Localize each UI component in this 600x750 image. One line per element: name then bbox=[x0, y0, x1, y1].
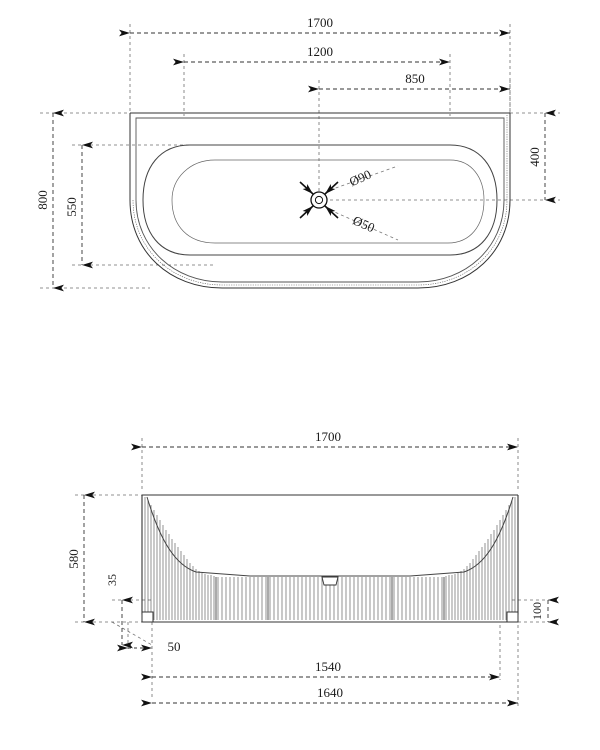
plan-basin-shoulder bbox=[171, 159, 485, 244]
elevation-view-group: 1700 580 35 100 50 1540 16 bbox=[66, 429, 560, 707]
elevation-centre-notch bbox=[321, 576, 339, 586]
dim-label-drain-offset-back: 400 bbox=[527, 147, 542, 167]
dim-label-elev-top-width: 1700 bbox=[315, 429, 341, 444]
dim-plan-850: 850 bbox=[308, 71, 510, 93]
drain-leader-lower bbox=[329, 209, 399, 241]
dim-label-inner-width: 1200 bbox=[307, 44, 333, 59]
dim-label-overall-depth: 800 bbox=[35, 190, 50, 210]
dim-label-foot-height: 35 bbox=[105, 574, 119, 586]
dim-label-base-inner-width: 1540 bbox=[315, 659, 341, 674]
dim-label-drain-offset-right: 850 bbox=[405, 71, 425, 86]
dim-plan-550: 550 bbox=[64, 141, 93, 269]
dim-plan-400: 400 bbox=[527, 109, 556, 204]
dim-label-skirt-height: 100 bbox=[530, 602, 544, 620]
plan-drain-assembly: Ø90 Ø50 bbox=[299, 165, 399, 241]
dim-plan-1200: 1200 bbox=[173, 44, 450, 66]
callout-drain-inner: Ø50 bbox=[351, 212, 378, 235]
drain-centre-arrows bbox=[299, 181, 339, 219]
plan-texture-edge bbox=[132, 115, 508, 286]
plan-tub-outline bbox=[129, 112, 511, 289]
dim-label-inner-depth: 550 bbox=[64, 197, 79, 217]
dim-elev-100: 100 bbox=[530, 596, 559, 626]
dim-elev-1700: 1700 bbox=[131, 429, 518, 451]
plan-outer-rim bbox=[135, 117, 505, 283]
dim-label-overall-width: 1700 bbox=[307, 15, 333, 30]
plan-inner-basin bbox=[142, 144, 498, 256]
dim-elev-35: 35 bbox=[105, 574, 133, 649]
elevation-inner-profile bbox=[146, 496, 514, 577]
elevation-fluting bbox=[144, 497, 516, 620]
dim-elev-580: 580 bbox=[66, 491, 95, 626]
dim-plan-800: 800 bbox=[35, 109, 64, 292]
drain-circle-inner bbox=[314, 195, 324, 205]
elevation-panel-seams bbox=[215, 577, 445, 620]
dim-label-foot-inset: 50 bbox=[168, 639, 181, 654]
dim-elev-50: 50 bbox=[117, 639, 181, 654]
elevation-foot-notches bbox=[141, 611, 519, 623]
plan-view-group: 1700 1200 850 800 550 400 bbox=[35, 15, 560, 292]
dim-elev-1640: 1640 bbox=[141, 685, 518, 707]
dim-label-height: 580 bbox=[66, 549, 81, 569]
callout-drain-outer: Ø90 bbox=[347, 166, 374, 189]
plan-extension-lines bbox=[40, 24, 560, 289]
drain-leader-upper bbox=[329, 165, 399, 191]
dim-label-base-outer-width: 1640 bbox=[317, 685, 343, 700]
dim-plan-1700: 1700 bbox=[119, 15, 510, 37]
dim-elev-1540: 1540 bbox=[141, 659, 500, 681]
